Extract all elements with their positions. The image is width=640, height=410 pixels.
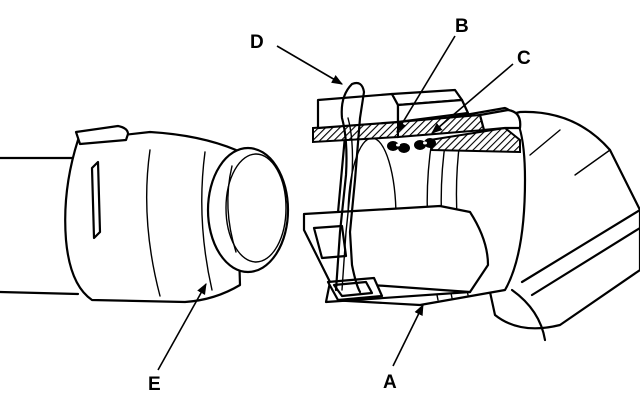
leader-e xyxy=(157,283,207,371)
lock-spring-clip xyxy=(334,81,366,294)
callout-label-e: E xyxy=(148,374,161,395)
callout-label-b: B xyxy=(455,16,469,37)
o-ring-seals xyxy=(387,138,436,153)
part-a-female-half xyxy=(302,88,640,342)
leader-b xyxy=(396,35,456,133)
leader-d xyxy=(276,45,343,85)
leader-c xyxy=(431,63,514,134)
callout-label-a: A xyxy=(383,372,397,393)
leader-a xyxy=(392,303,424,367)
leader-lines xyxy=(157,35,514,371)
part-e-male-half xyxy=(0,124,290,304)
callout-label-c: C xyxy=(517,48,531,69)
callout-label-d: D xyxy=(250,32,264,53)
